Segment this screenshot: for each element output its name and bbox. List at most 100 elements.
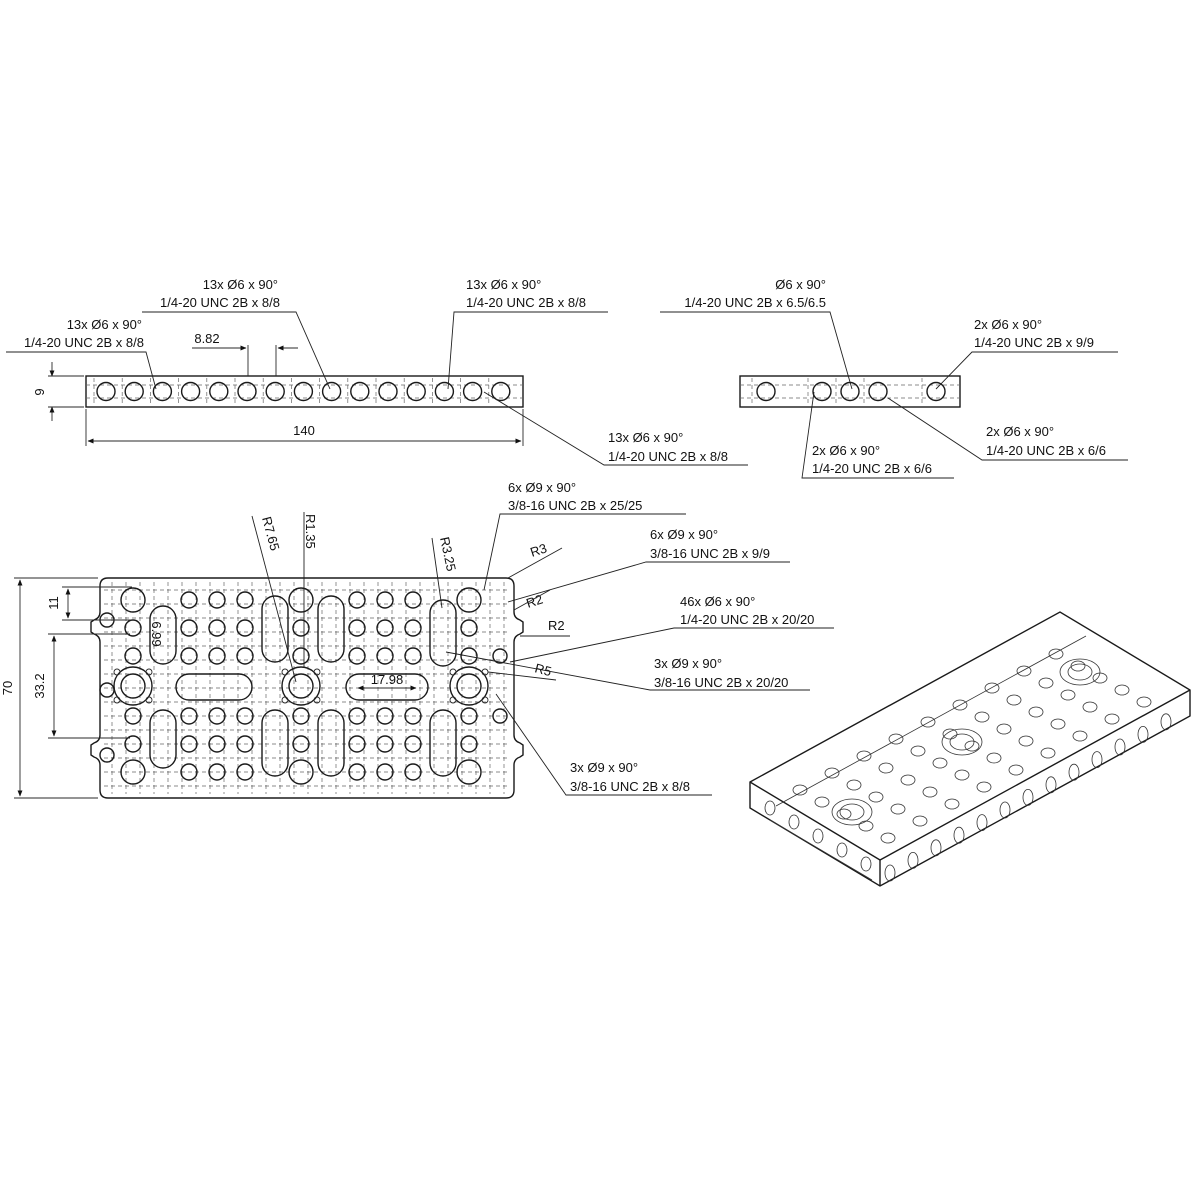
small-hole: [124, 707, 142, 725]
small-hole: [376, 735, 394, 753]
dim-r2-b: R2: [548, 618, 565, 633]
iso-top-hole: [836, 808, 852, 820]
iso-top-hole: [890, 803, 906, 815]
iso-top-hole: [996, 723, 1012, 735]
slot-horizontal-right: [345, 673, 429, 701]
side-hole: [434, 381, 455, 402]
callout-short-right-line2: 1/4-20 UNC 2B x 9/9: [974, 335, 1094, 350]
mount-hole: [313, 696, 321, 704]
large-hole: [288, 759, 314, 785]
small-hole: [236, 591, 254, 609]
side-hole: [350, 381, 370, 402]
small-hole: [460, 735, 478, 753]
small-hole: [180, 763, 198, 781]
large-hole: [120, 759, 146, 785]
mount-hole: [113, 696, 121, 704]
counterbore-hole: [120, 673, 146, 699]
dim-r3-25: R3.25: [437, 536, 459, 573]
side-view-long-outline: [85, 375, 524, 408]
iso-top-hole: [1018, 735, 1034, 747]
iso-top-hole: [1040, 747, 1056, 759]
iso-side-hole: [836, 842, 848, 858]
iso-front-hole: [1091, 751, 1103, 768]
slot-horizontal-left: [175, 673, 253, 701]
callout-top-c-line1: 46x Ø6 x 90°: [680, 594, 755, 609]
side-hole: [293, 381, 314, 402]
iso-side-hole: [860, 856, 872, 872]
small-hole: [376, 619, 394, 637]
small-hole: [348, 707, 366, 725]
slot-center-left-upper: [261, 595, 289, 663]
dim-height-9: 9: [32, 388, 47, 395]
iso-top-hole: [1114, 684, 1130, 696]
small-hole: [376, 647, 394, 665]
small-hole: [236, 763, 254, 781]
large-hole: [120, 587, 146, 613]
small-hole: [404, 591, 422, 609]
dim-6-99: 6.99: [149, 621, 164, 646]
small-hole: [208, 763, 226, 781]
edge-hole: [492, 648, 508, 664]
iso-front-hole: [1137, 726, 1149, 743]
small-hole: [404, 619, 422, 637]
callout-top-c-line2: 1/4-20 UNC 2B x 20/20: [680, 612, 814, 627]
iso-top-hole: [1082, 701, 1098, 713]
small-hole: [348, 647, 366, 665]
top-view-holes: [99, 591, 508, 781]
iso-top-hole: [1050, 718, 1066, 730]
iso-counterbore-hole: [839, 803, 865, 821]
counterbore-ring: [281, 666, 321, 706]
iso-side-hole: [812, 828, 824, 844]
callout-long-top-right-line1: 13x Ø6 x 90°: [466, 277, 541, 292]
small-hole: [460, 647, 478, 665]
iso-top-hole: [1006, 694, 1022, 706]
iso-counterbore: [831, 798, 873, 826]
small-hole: [460, 619, 478, 637]
side-hole: [756, 381, 776, 402]
small-hole: [124, 619, 142, 637]
callout-top-a-line2: 3/8-16 UNC 2B x 25/25: [508, 498, 642, 513]
iso-top-hole: [814, 796, 830, 808]
iso-front-hole: [884, 864, 896, 882]
small-hole: [236, 735, 254, 753]
iso-side-hole: [764, 800, 776, 816]
iso-top-hole: [880, 832, 896, 844]
small-hole: [404, 763, 422, 781]
small-hole: [208, 647, 226, 665]
side-hole: [868, 381, 888, 402]
slot-right-upper: [429, 599, 457, 667]
side-view-long: 9 140 8.82 13x Ø6 x 90° 1/4-20 UNC 2B x …: [6, 277, 748, 466]
iso-top-hole: [878, 762, 894, 774]
iso-front-hole: [1068, 763, 1080, 781]
side-view-long-holes: [93, 378, 511, 405]
small-hole: [180, 619, 198, 637]
small-hole: [404, 707, 422, 725]
iso-top-hole: [1070, 660, 1086, 672]
iso-counterbore: [941, 728, 983, 756]
iso-top-hole: [1038, 677, 1054, 689]
callout-top-b-line2: 3/8-16 UNC 2B x 9/9: [650, 546, 770, 561]
iso-front-hole: [1160, 713, 1172, 731]
side-view-short: Ø6 x 90° 1/4-20 UNC 2B x 6.5/6.5 2x Ø6 x…: [660, 277, 1128, 479]
counterbore-ring: [449, 666, 489, 706]
iso-top-hole: [856, 750, 872, 762]
callout-top-d-line1: 3x Ø9 x 90°: [654, 656, 722, 671]
iso-top-hole: [900, 774, 916, 786]
mount-hole: [113, 668, 121, 676]
mount-hole: [449, 668, 457, 676]
small-hole: [376, 591, 394, 609]
callout-top-e-line1: 3x Ø9 x 90°: [570, 760, 638, 775]
iso-top-face-holes: [792, 648, 1152, 844]
small-hole: [124, 735, 142, 753]
dim-pitch-8-82: 8.82: [194, 331, 219, 346]
iso-top-hole: [1028, 706, 1044, 718]
top-view: 70 11 33.2 6.99 17.98 R7.65 R1.35 R3.25 …: [0, 480, 834, 799]
small-hole: [208, 707, 226, 725]
callout-long-left-line1: 13x Ø6 x 90°: [67, 317, 142, 332]
small-hole: [236, 707, 254, 725]
side-hole: [265, 381, 285, 402]
small-hole: [404, 647, 422, 665]
small-hole: [236, 647, 254, 665]
iso-front-hole: [1022, 789, 1034, 806]
